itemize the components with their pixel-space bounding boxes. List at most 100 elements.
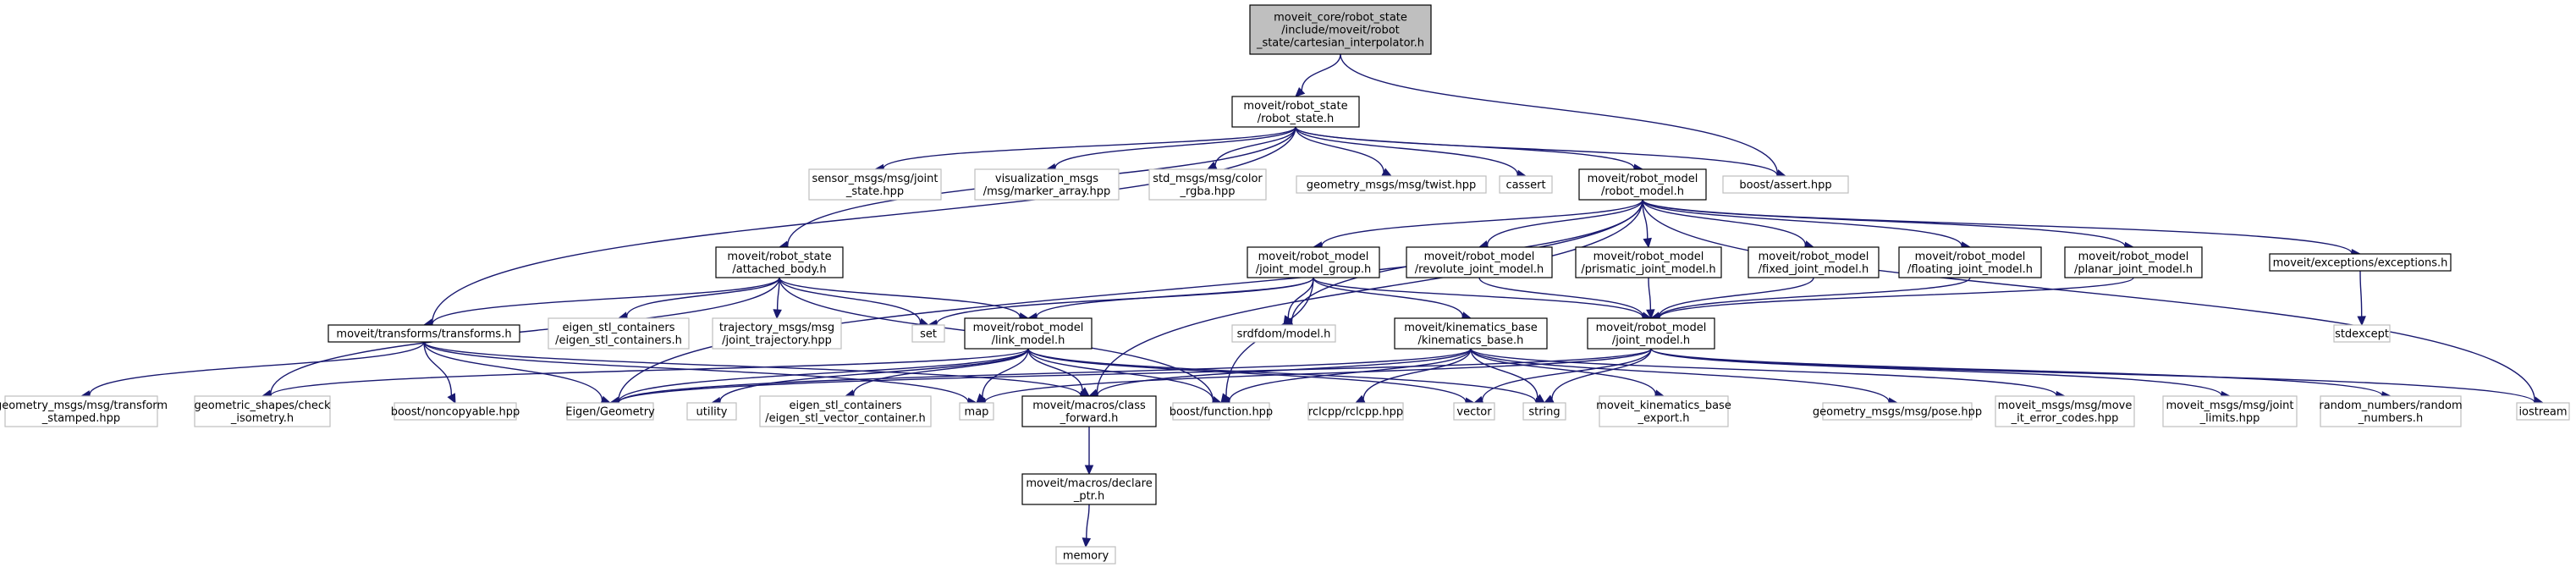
- node-label-line: cassert: [1505, 179, 1545, 192]
- edge-arrowhead: [2357, 316, 2366, 327]
- node-box: [1394, 317, 1548, 350]
- node-label-line: /attached_body.h: [732, 263, 826, 276]
- edge-line: [1642, 199, 1807, 245]
- edge-line: [2359, 270, 2363, 317]
- node-fixed[interactable]: moveit/robot_model/fixed_joint_model.h: [1748, 246, 1880, 278]
- node-label-line: moveit/robot_model: [1596, 322, 1707, 334]
- edge-line: [1470, 348, 1656, 394]
- node-box: [1247, 246, 1380, 278]
- node-box: [1995, 395, 2135, 427]
- node-srdf-model: srdfdom/model.h: [1231, 324, 1336, 343]
- node-label-line: /prismatic_joint_model.h: [1581, 263, 1715, 276]
- edge-line: [982, 348, 1029, 397]
- node-box: [1021, 395, 1157, 427]
- node-utility: utility: [686, 402, 737, 421]
- node-box: [548, 317, 690, 350]
- node-label-line: geometry_msgs/msg/transform: [0, 399, 168, 412]
- node-box: [1587, 317, 1715, 350]
- node-check-isometry: geometric_shapes/check_isometry.h: [194, 395, 331, 427]
- node-joint-model[interactable]: moveit/robot_model/joint_model.h: [1587, 317, 1715, 350]
- node-label-line: /eigen_stl_vector_container.h: [765, 412, 925, 425]
- node-floating[interactable]: moveit/robot_model/floating_joint_model.…: [1898, 246, 2042, 278]
- node-robot-model[interactable]: moveit/robot_model/robot_model.h: [1578, 168, 1707, 201]
- node-kinematics-base[interactable]: moveit/kinematics_base/kinematics_base.h: [1394, 317, 1548, 350]
- edge-line: [1313, 277, 1464, 317]
- node-attached-body[interactable]: moveit/robot_state/attached_body.h: [715, 246, 844, 278]
- node-box: [1406, 246, 1553, 278]
- graph-nodes: moveit_core/robot_state/include/moveit/r…: [0, 4, 2570, 565]
- edge-line: [270, 348, 1029, 396]
- edge-line: [1295, 126, 1384, 173]
- node-kinematics-export: moveit_kinematics_base_export.h: [1596, 395, 1731, 427]
- node-box: [4, 395, 158, 427]
- node-label-line: _isometry.h: [230, 412, 294, 425]
- dependency-edge: [1295, 126, 1787, 180]
- node-label-line: /robot_model.h: [1601, 185, 1684, 198]
- node-label-line: /msg/marker_array.hpp: [983, 185, 1110, 198]
- node-box: [1249, 4, 1432, 55]
- edge-line: [1295, 126, 1778, 176]
- edge-arrowhead: [1534, 394, 1545, 404]
- node-box: [1499, 175, 1553, 194]
- node-class-forward[interactable]: moveit/macros/class_forward.h: [1021, 395, 1157, 427]
- node-label-line: moveit/robot_model: [1593, 251, 1704, 263]
- node-label-line: rclcpp/rclcpp.hpp: [1308, 406, 1403, 419]
- node-label-line: geometric_shapes/check: [194, 399, 330, 412]
- node-box: [1307, 402, 1404, 421]
- dependency-edge: [1642, 199, 1815, 250]
- node-box: [194, 395, 331, 427]
- node-label-line: /planar_joint_model.h: [2074, 263, 2193, 276]
- dependency-edge: [1082, 504, 1092, 548]
- edge-line: [1086, 504, 1090, 539]
- node-label-line: moveit/robot_model: [2078, 251, 2189, 263]
- node-label-line: /revolute_joint_model.h: [1415, 263, 1544, 276]
- edge-line: [432, 126, 1296, 323]
- edge-line: [89, 341, 425, 395]
- edge-line: [1313, 277, 1643, 318]
- node-label-line: moveit/kinematics_base: [1404, 322, 1538, 334]
- node-revolute[interactable]: moveit/robot_model/revolute_joint_model.…: [1406, 246, 1553, 278]
- node-twist: geometry_msgs/msg/twist.hpp: [1296, 175, 1487, 194]
- edge-line: [618, 348, 1029, 402]
- node-box: [2269, 253, 2452, 272]
- node-prismatic[interactable]: moveit/robot_model/prismatic_joint_model…: [1575, 246, 1722, 278]
- node-robot-state[interactable]: moveit/robot_state/robot_state.h: [1231, 96, 1360, 128]
- node-label-line: _state/cartesian_interpolator.h: [1256, 37, 1424, 50]
- node-joint-state: sensor_msgs/msg/joint_state.hpp: [808, 168, 942, 201]
- dependency-edge: [1543, 348, 1652, 404]
- node-label-line: boost/function.hpp: [1170, 406, 1273, 419]
- node-label-line: /floating_joint_model.h: [1907, 263, 2033, 276]
- node-transform-stamped: geometry_msgs/msg/transform_stamped.hpp: [0, 395, 168, 427]
- node-planar[interactable]: moveit/robot_model/planar_joint_model.h: [2064, 246, 2203, 278]
- node-box: [1522, 402, 1566, 421]
- edge-line: [618, 348, 1472, 403]
- edge-arrowhead: [1082, 537, 1092, 548]
- node-link-model[interactable]: moveit/robot_model/link_model.h: [964, 317, 1093, 350]
- node-box: [1231, 96, 1360, 128]
- edge-line: [1659, 277, 1971, 318]
- node-rclcpp: rclcpp/rclcpp.hpp: [1307, 402, 1404, 421]
- node-box: [959, 402, 994, 421]
- edge-line: [432, 277, 780, 324]
- node-eigen-stl-containers: eigen_stl_containers/eigen_stl_container…: [548, 317, 690, 350]
- node-label-line: moveit_msgs/msg/move: [1998, 399, 2133, 412]
- node-label-line: moveit_msgs/msg/joint: [2166, 399, 2294, 412]
- node-box: [808, 168, 942, 201]
- node-label-line: /fixed_joint_model.h: [1759, 263, 1869, 276]
- node-label-line: moveit/macros/declare: [1026, 477, 1152, 490]
- node-joint-model-group[interactable]: moveit/robot_model/joint_model_group.h: [1247, 246, 1380, 278]
- node-label-line: random_numbers/random: [2319, 399, 2462, 412]
- edge-line: [618, 199, 1643, 402]
- node-eigen-geometry: Eigen/Geometry: [565, 402, 655, 421]
- node-transforms[interactable]: moveit/transforms/transforms.h: [328, 324, 520, 343]
- edge-line: [1027, 348, 1537, 403]
- node-box: [1599, 395, 1729, 427]
- node-label-line: moveit/robot_state: [1243, 100, 1347, 113]
- edge-line: [936, 277, 1314, 325]
- node-declare-ptr[interactable]: moveit/macros/declare_ptr.h: [1021, 473, 1157, 505]
- node-label-line: moveit/macros/class: [1032, 399, 1146, 412]
- dependency-edge: [873, 126, 1296, 174]
- node-box: [759, 395, 932, 427]
- node-exceptions[interactable]: moveit/exceptions/exceptions.h: [2269, 253, 2452, 272]
- edge-line: [1470, 348, 2057, 396]
